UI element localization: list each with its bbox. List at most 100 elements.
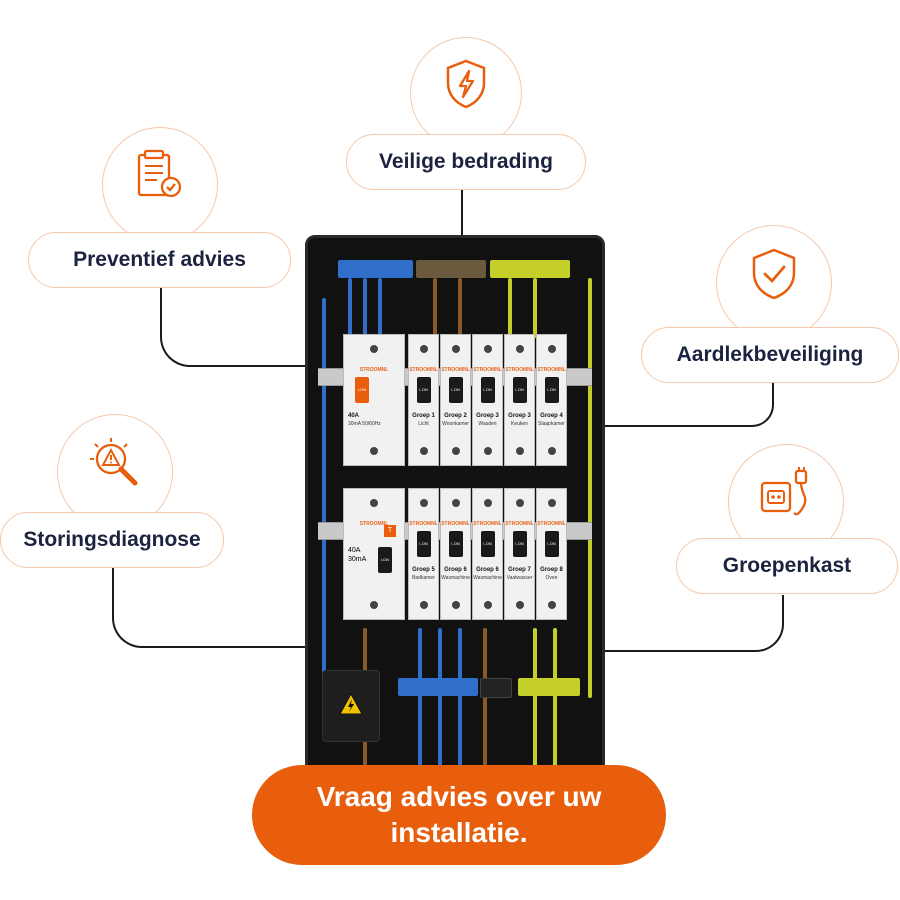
screw [515, 345, 524, 353]
screw [515, 447, 524, 455]
rcd-top: STROOMNL I-ON 40A 30mA 50/60Hz [343, 334, 405, 466]
rcd-bottom: STROOMNL T I-ON 40A 30mA [343, 488, 405, 620]
wire [363, 278, 367, 338]
wire [458, 278, 462, 338]
lightning-shield-icon [446, 59, 486, 109]
breaker-groups-bottom-2: STROOMNL I-ON Groep 6 Wasmachine [440, 488, 471, 620]
brand-label: STROOMNL [537, 367, 566, 373]
screw [419, 601, 428, 609]
screw [515, 601, 524, 609]
connector-aardlekbeveiliging [604, 383, 774, 427]
wire [483, 628, 487, 778]
group-label: Groep 3 [476, 413, 499, 419]
brand-label: STROOMNL [537, 521, 566, 527]
breaker-switch: I-ON [512, 377, 527, 403]
wire [348, 278, 352, 338]
screw [370, 601, 378, 609]
group-label: Groep 1 [412, 413, 435, 419]
earth-terminal-top [490, 260, 570, 278]
advice-cta-button[interactable]: Vraag advies over uw installatie. [252, 765, 666, 865]
screw [483, 447, 492, 455]
group-label: Groep 3 [508, 413, 531, 419]
screw [419, 499, 428, 507]
brand-label: STROOMNL [505, 367, 534, 373]
wire [553, 628, 557, 778]
rcd-rating: 40A [348, 413, 360, 419]
junction-box [322, 670, 380, 742]
screw [547, 499, 556, 507]
group-label: Groep 5 [412, 567, 435, 573]
breaker-groups-bottom-1: STROOMNL I-ON Groep 5 Badkamer [408, 488, 439, 620]
wire [533, 278, 537, 338]
screw [451, 601, 460, 609]
connector-block [480, 678, 512, 698]
screw [547, 345, 556, 353]
preventief-advies-icon-circle [102, 127, 218, 243]
aardlekbeveiliging-icon-circle [716, 225, 832, 341]
document-check-icon [137, 149, 182, 198]
feature-preventief-advies: Preventief advies [28, 232, 291, 288]
group-label: Groep 2 [444, 413, 467, 419]
breaker-switch: I-ON [544, 377, 559, 403]
group-room: Wasmachine [473, 575, 502, 581]
breaker-switch: I-ON [416, 531, 431, 557]
breaker-groups-bottom-3: STROOMNL I-ON Groep 6 Wasmachine [472, 488, 503, 620]
feature-groepenkast: Groepenkast [676, 538, 898, 594]
test-button: T [384, 525, 396, 537]
screw [370, 345, 378, 353]
group-room: Woonkamer [442, 421, 469, 427]
brand-label: STROOMNL [409, 521, 438, 527]
screw [419, 345, 428, 353]
group-room: Wasmachine [441, 575, 470, 581]
brand-label: STROOMNL [473, 521, 502, 527]
rcd-switch: I-ON [355, 377, 369, 403]
group-label: Groep 6 [444, 567, 467, 573]
breaker-switch: I-ON [448, 377, 463, 403]
group-label: Groep 6 [476, 567, 499, 573]
group-room: Oven [545, 575, 558, 581]
rcd-rating: 40A [348, 547, 361, 554]
wire [533, 628, 537, 778]
group-room: Licht [418, 421, 429, 427]
group-room: Badkamer [412, 575, 435, 581]
group-room: Keuken [511, 421, 528, 427]
group-label: Groep 8 [540, 567, 563, 573]
shield-check-icon [752, 248, 796, 300]
socket-plug-icon [760, 466, 808, 516]
wire [322, 298, 326, 698]
screw [547, 447, 556, 455]
group-room: Vaatwasser [506, 575, 533, 581]
screw [451, 447, 460, 455]
high-voltage-warning-icon [339, 693, 363, 715]
brand-label: STROOMNL [359, 521, 389, 527]
earth-terminal-bottom [518, 678, 580, 696]
breaker-switch: I-ON [416, 377, 431, 403]
breaker-switch: I-ON [480, 531, 495, 557]
screw [515, 499, 524, 507]
brand-label: STROOMNL [409, 367, 438, 373]
neutral-terminal-top [338, 260, 413, 278]
wire [378, 278, 382, 338]
connector-preventief-advies [160, 288, 308, 367]
connector-storingsdiagnose [112, 568, 308, 648]
connector-veilige-bedrading [461, 190, 463, 238]
storingsdiagnose-icon-circle [57, 414, 173, 530]
brand-label: STROOMNL [359, 367, 389, 373]
brand-label: STROOMNL [473, 367, 502, 373]
screw [451, 499, 460, 507]
brand-label: STROOMNL [441, 521, 470, 527]
breaker-switch: I-ON [544, 531, 559, 557]
feature-veilige-bedrading: Veilige bedrading [346, 134, 586, 190]
screw [370, 447, 378, 455]
connector-groepenkast [604, 595, 784, 652]
breaker-switch: I-ON [448, 531, 463, 557]
neutral-terminal-bottom [398, 678, 478, 696]
breaker-groups-bottom-5: STROOMNL I-ON Groep 8 Oven [536, 488, 567, 620]
wire [418, 628, 422, 778]
brand-label: STROOMNL [505, 521, 534, 527]
breaker-switch: I-ON [512, 531, 527, 557]
breaker-groups-top-1: STROOMNL I-ON Groep 1 Licht [408, 334, 439, 466]
